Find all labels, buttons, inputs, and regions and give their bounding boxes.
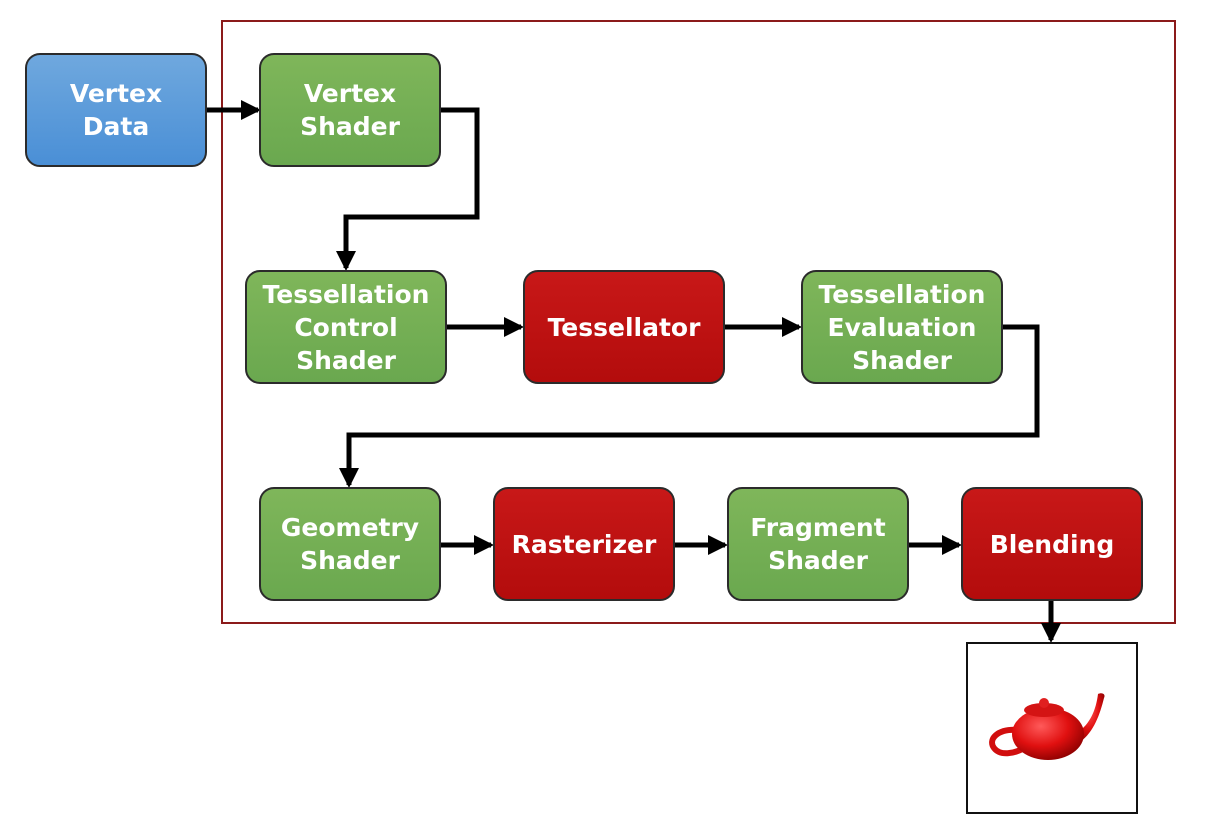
pipeline-boundary bbox=[221, 20, 1176, 624]
vertex-shader-node: Vertex Shader bbox=[259, 53, 441, 167]
blending-node: Blending bbox=[961, 487, 1143, 601]
tessellation-evaluation-shader-node: Tessellation Evaluation Shader bbox=[801, 270, 1003, 384]
geometry-shader-node: Geometry Shader bbox=[259, 487, 441, 601]
arrow-vertex-shader-to-tess-control bbox=[336, 107, 480, 271]
tessellation-control-shader-node: Tessellation Control Shader bbox=[245, 270, 447, 384]
vertex-data-node: Vertex Data bbox=[25, 53, 207, 167]
arrow-tess-eval-to-geometry bbox=[339, 324, 1040, 488]
teapot-icon bbox=[989, 693, 1105, 760]
rendered-output-frame bbox=[966, 642, 1138, 814]
rasterizer-node: Rasterizer bbox=[493, 487, 675, 601]
fragment-shader-node: Fragment Shader bbox=[727, 487, 909, 601]
tessellator-node: Tessellator bbox=[523, 270, 725, 384]
